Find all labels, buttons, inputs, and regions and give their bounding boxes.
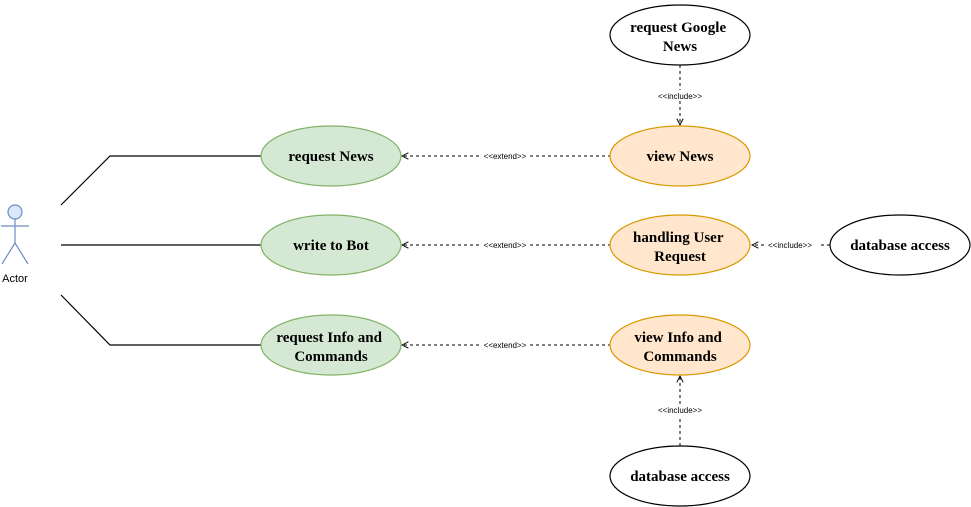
association-request-news — [60, 155, 262, 206]
label-request-google-news: request Google News — [630, 20, 730, 55]
edge-label-extend-info: <<extend>> — [484, 341, 527, 350]
use-case-request-google-news — [609, 4, 751, 66]
actor-figure — [1, 204, 29, 265]
edge-label-extend-news: <<extend>> — [484, 152, 527, 161]
use-case-request-info-commands — [260, 314, 402, 376]
label-view-info-commands: view Info and Commands — [634, 330, 725, 365]
label-database-access-right: database access — [850, 238, 950, 254]
edge-label-extend-bot: <<extend>> — [484, 241, 527, 250]
use-case-database-access-bottom — [609, 445, 751, 507]
use-case-handling-user-request — [609, 214, 751, 276]
label-request-news: request News — [288, 149, 373, 165]
edge-label-include-top: <<include>> — [658, 92, 702, 101]
use-case-write-to-bot — [260, 214, 402, 276]
label-handling-user-request: handling User Request — [633, 230, 727, 265]
use-case-view-info-commands — [609, 314, 751, 376]
label-write-to-bot: write to Bot — [293, 238, 369, 254]
use-case-request-news — [260, 125, 402, 187]
actor-label: Actor — [2, 273, 28, 285]
edge-label-include-right: <<include>> — [768, 241, 812, 250]
label-request-info-commands: request Info and Commands — [276, 330, 385, 365]
use-case-database-access-right — [829, 214, 971, 276]
association-request-info — [60, 294, 262, 346]
label-database-access-bottom: database access — [630, 469, 730, 485]
edge-label-include-bottom: <<include>> — [658, 406, 702, 415]
label-view-news: view News — [646, 149, 713, 165]
use-case-view-news — [609, 125, 751, 187]
